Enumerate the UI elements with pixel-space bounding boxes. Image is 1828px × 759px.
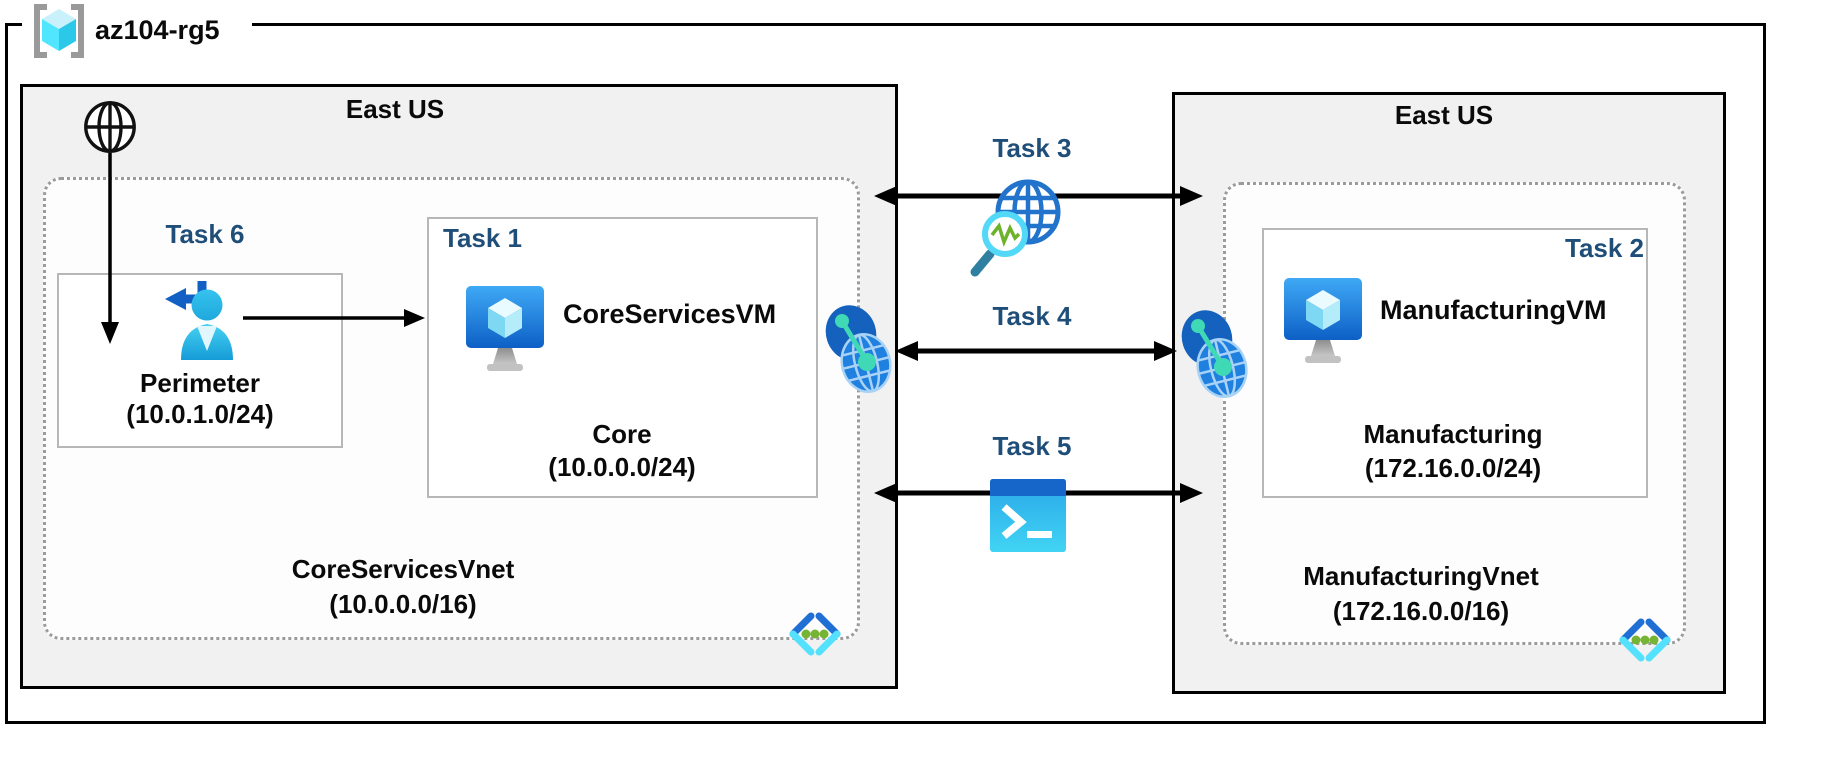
core-vnet-cidr: (10.0.0.0/16)	[329, 589, 477, 619]
manufacturing-vnet-name: ManufacturingVnet	[1303, 561, 1539, 591]
manufacturing-region-location: East US	[1394, 100, 1494, 130]
manufacturing-vnet-cidr: (172.16.0.0/16)	[1332, 596, 1510, 626]
task2-label: Task 2	[1565, 233, 1645, 263]
core-subnet-cidr: (10.0.0.0/24)	[548, 452, 696, 482]
core-vnet-name: CoreServicesVnet	[291, 554, 515, 584]
virtual-network-icon	[1619, 618, 1671, 662]
core-subnet-name: Core	[592, 419, 652, 449]
core-subnet-box	[427, 217, 818, 498]
task6-label: Task 6	[165, 219, 245, 249]
manufacturing-vm-name: ManufacturingVM	[1380, 295, 1607, 325]
manufacturing-subnet-box	[1262, 228, 1648, 498]
core-vm-name: CoreServicesVM	[563, 299, 777, 329]
resource-group-icon	[34, 4, 84, 58]
vnet-peering-icon	[1181, 310, 1248, 398]
task1-label: Task 1	[443, 223, 523, 253]
perimeter-subnet-name: Perimeter	[140, 368, 260, 398]
virtual-machine-icon	[466, 286, 544, 371]
virtual-network-icon	[789, 612, 841, 656]
perimeter-subnet-box	[57, 273, 343, 448]
virtual-machine-icon	[1284, 278, 1362, 363]
manufacturing-subnet-name: Manufacturing	[1363, 419, 1543, 449]
resource-group-border	[5, 23, 1766, 724]
task5-label: Task 5	[992, 431, 1072, 461]
internet-globe-icon	[84, 101, 136, 153]
task4-label: Task 4	[992, 301, 1072, 331]
perimeter-subnet-cidr: (10.0.1.0/24)	[126, 399, 274, 429]
network-watcher-icon	[970, 179, 1061, 277]
resource-group-name: az104-rg5	[95, 15, 220, 45]
perimeter-user-icon	[165, 281, 233, 360]
cloud-shell-icon	[990, 479, 1066, 552]
manufacturing-subnet-cidr: (172.16.0.0/24)	[1364, 453, 1542, 483]
task3-label: Task 3	[992, 133, 1072, 163]
core-region-location: East US	[345, 94, 445, 124]
vnet-peering-icon	[825, 305, 892, 393]
